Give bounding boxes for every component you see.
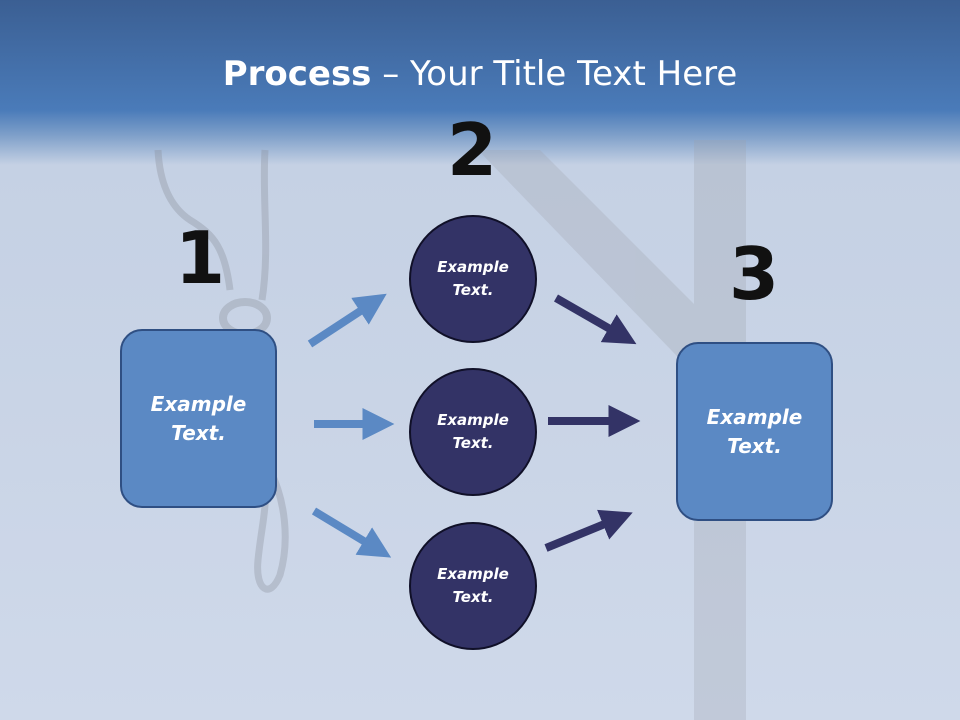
step-2-circle-bottom: Example Text.	[409, 522, 537, 650]
step-3-box-text: Example Text.	[706, 404, 803, 458]
step-3-number: 3	[728, 232, 780, 316]
arrow-1-to-top	[307, 293, 387, 348]
title-bold: Process	[222, 54, 372, 94]
step-1-number: 1	[174, 216, 226, 300]
step-1-box-text: Example Text.	[150, 391, 247, 445]
step-2-number: 2	[446, 108, 498, 192]
step-3-box: Example Text.	[676, 342, 833, 521]
step-1-box: Example Text.	[120, 329, 277, 508]
step-2-circle-middle: Example Text.	[409, 368, 537, 496]
title-rest: – Your Title Text Here	[371, 54, 738, 94]
circle-bottom-text: Example Text.	[437, 565, 509, 606]
page-title: Process – Your Title Text Here	[0, 52, 960, 96]
arrow-1-to-bottom	[311, 507, 392, 558]
step-2-circle-top: Example Text.	[409, 215, 537, 343]
arrow-bottom-to-3	[544, 509, 633, 552]
arrow-top-to-3	[554, 294, 637, 345]
circle-top-text: Example Text.	[437, 258, 509, 299]
circle-middle-text: Example Text.	[437, 411, 509, 452]
